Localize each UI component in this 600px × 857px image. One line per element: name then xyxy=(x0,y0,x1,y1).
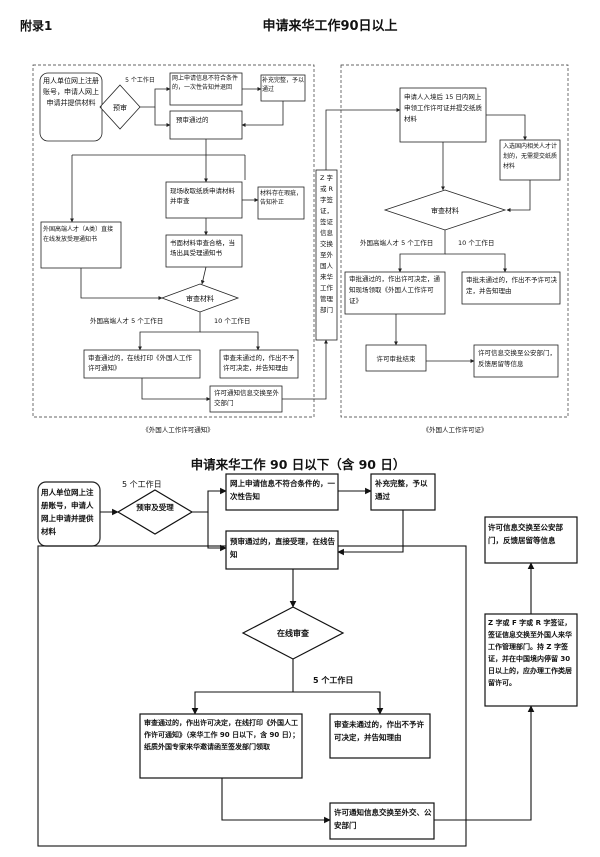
tl-prereview-diamond xyxy=(99,84,141,130)
tl-arrow-talentA-review xyxy=(80,268,163,300)
top-left-dashed-frame xyxy=(32,64,315,418)
b-prereview-diamond xyxy=(116,489,194,535)
tl-fail-node xyxy=(219,349,299,379)
tl-passed-node xyxy=(169,110,243,140)
tl-issue-text: 材料存在瑕疵，告知补正 xyxy=(260,190,302,206)
tl-review-label: 审查材料 xyxy=(186,294,214,303)
tl-start-text: 用人单位网上注册账号，申请人网上申请并提供材料 xyxy=(43,77,99,107)
b-supplement-text: 补充完整，予以通过 xyxy=(375,479,428,501)
tr-end-text: 许可审批结束 xyxy=(377,354,417,363)
tl-prereview-label: 预审 xyxy=(113,103,127,112)
b-fail-text: 审查未通过的，作出不予许可决定，并告知理由 xyxy=(334,720,424,742)
appendix-label: 附录1 xyxy=(20,18,52,33)
b-passed-node xyxy=(225,530,339,570)
tr-entry-text: 申请人入境后 15 日内网上申领工作许可证并提交纸质材料 xyxy=(404,93,482,123)
tr-select-node xyxy=(499,139,561,181)
tr-entry-node xyxy=(399,87,487,143)
tl-pass-print-node xyxy=(83,349,201,379)
b-arrow-supplement-passed xyxy=(337,510,404,556)
top-right-dashed-frame xyxy=(340,64,569,418)
tl-10days-label: 10 个工作日 xyxy=(214,316,250,325)
b-visa-text: Z 字或 F 字或 R 字签证，签证信息交换至外国人来华工作管理部门。持 Z 字… xyxy=(488,619,572,687)
b-exchange-text: 许可通知信息交换至外交、公安部门 xyxy=(334,808,432,830)
tl-accept-text: 书面材料审查合格，当场出具受理通知书 xyxy=(170,239,235,257)
tl-5days-b-label: 外国高端人才 5 个工作日 xyxy=(90,316,163,325)
tl-supplement-node xyxy=(260,74,306,102)
tl-issue-node xyxy=(257,186,305,220)
tl-arrow-diamond-passed xyxy=(154,107,171,127)
tr-exchange-node xyxy=(473,344,559,378)
b-start-text: 用人单位网上注册账号，申请人网上申请并提供材料 xyxy=(41,488,94,536)
tl-caption: 《外国人工作许可通知》 xyxy=(142,425,214,434)
b-5days-label: 5 个工作日 xyxy=(122,479,162,489)
tl-arrow-review-pass xyxy=(138,312,201,351)
tl-collect-text: 现场收取纸质申请材料并审查 xyxy=(170,187,235,205)
tr-fail-node xyxy=(461,271,561,305)
b-arrow-review-pass xyxy=(191,659,294,715)
tl-reject-text: 网上申请信息不符合条件的，一次性告知并退回 xyxy=(172,75,239,91)
b-feedback-text: 许可信息交换至公安部门，反馈居留等信息 xyxy=(488,523,563,545)
tr-review-label: 审查材料 xyxy=(431,206,459,215)
tr-10days-label: 10 个工作日 xyxy=(458,238,494,247)
b-5days-b-label: 5 个工作日 xyxy=(313,675,353,685)
b-passed-text: 预审通过的，直接受理，在线告知 xyxy=(230,537,335,559)
tl-collect-node xyxy=(165,181,243,219)
top-section-title: 申请来华工作90日以上 xyxy=(262,18,397,34)
tl-accept-node xyxy=(165,234,243,268)
b-arrow-diamond-reject xyxy=(192,487,227,513)
b-arrow-exchange-visa xyxy=(434,705,535,821)
tl-arrow-pass-exchange xyxy=(141,378,211,401)
tl-talentA-node xyxy=(40,221,122,269)
arrow-exchange-to-visa xyxy=(282,339,328,400)
tl-exchange-node xyxy=(209,385,283,413)
connector-visa-text: Z 字或 R 字签证，签证信息交换至外国人来华工作管理部门 xyxy=(319,174,334,314)
tr-pass-node xyxy=(344,271,446,315)
b-pass-node xyxy=(139,713,303,779)
tl-arrow-accept-review xyxy=(200,266,207,285)
tr-fail-text: 审批未通过的，作出不予许可决定，并告知理由 xyxy=(466,276,557,295)
arrow-visa-to-entry xyxy=(325,108,401,170)
b-visa-node xyxy=(484,613,578,707)
tl-arrow-supplement-passed xyxy=(241,101,284,127)
tr-exchange-text: 许可信息交换至公安部门，反馈居留等信息 xyxy=(478,349,556,368)
b-arrow-review-fail xyxy=(293,691,384,715)
tl-arrow-diamond-reject xyxy=(140,87,171,108)
tl-5days-label: 5 个工作日 xyxy=(125,76,155,84)
b-reject-node xyxy=(225,473,339,511)
tl-supplement-text: 补充完整，予以通过 xyxy=(262,77,304,93)
tl-talentA-text: 外国高端人才（A类）直接在线发放受理通知书 xyxy=(43,226,114,243)
tl-fail-text: 审查未通过的，作出不予许可决定，并告知理由 xyxy=(223,354,295,372)
tr-arrow-select-review xyxy=(506,180,531,212)
b-review-label: 在线审查 xyxy=(277,628,310,638)
tr-caption: 《外国人工作许可证》 xyxy=(423,425,488,434)
tr-arrow-review-pass xyxy=(398,230,446,273)
bottom-section-title: 申请来华工作 90 日以下（含 90 日） xyxy=(191,457,406,472)
tl-exchange-text: 许可通知信息交换至外交部门 xyxy=(214,389,279,407)
tr-end-node xyxy=(365,344,427,372)
b-arrow-pass-exchange xyxy=(221,778,331,824)
tr-select-text: 入选国内相关人才计划的，无需提交纸质材料 xyxy=(503,143,558,170)
b-main-frame xyxy=(37,545,467,847)
b-fail-node xyxy=(329,713,431,759)
tr-pass-text: 审批通过的，作出许可决定，通知现场领取《外国人工作许可证》 xyxy=(349,275,440,305)
tr-arrow-review-fail xyxy=(445,253,507,273)
b-arrow-diamond-passed xyxy=(207,512,227,552)
tr-arrow-entry-select xyxy=(486,114,527,141)
tr-5days-label: 外国高端人才 5 个工作日 xyxy=(360,238,433,247)
tl-passed-text: 预审通过的 xyxy=(176,115,209,124)
b-reject-text: 网上申请信息不符合条件的，一次性告知 xyxy=(230,479,335,501)
tl-arrow-review-fail xyxy=(200,331,260,351)
b-prereview-label: 预审及受理 xyxy=(136,502,174,512)
b-pass-text: 审查通过的，作出许可决定，在线打印《外国人工作许可通知》（来华工作 90 日以下… xyxy=(144,719,300,751)
tl-pass-print-text: 审查通过的，在线打印《外国人工作许可通知》 xyxy=(88,354,192,372)
